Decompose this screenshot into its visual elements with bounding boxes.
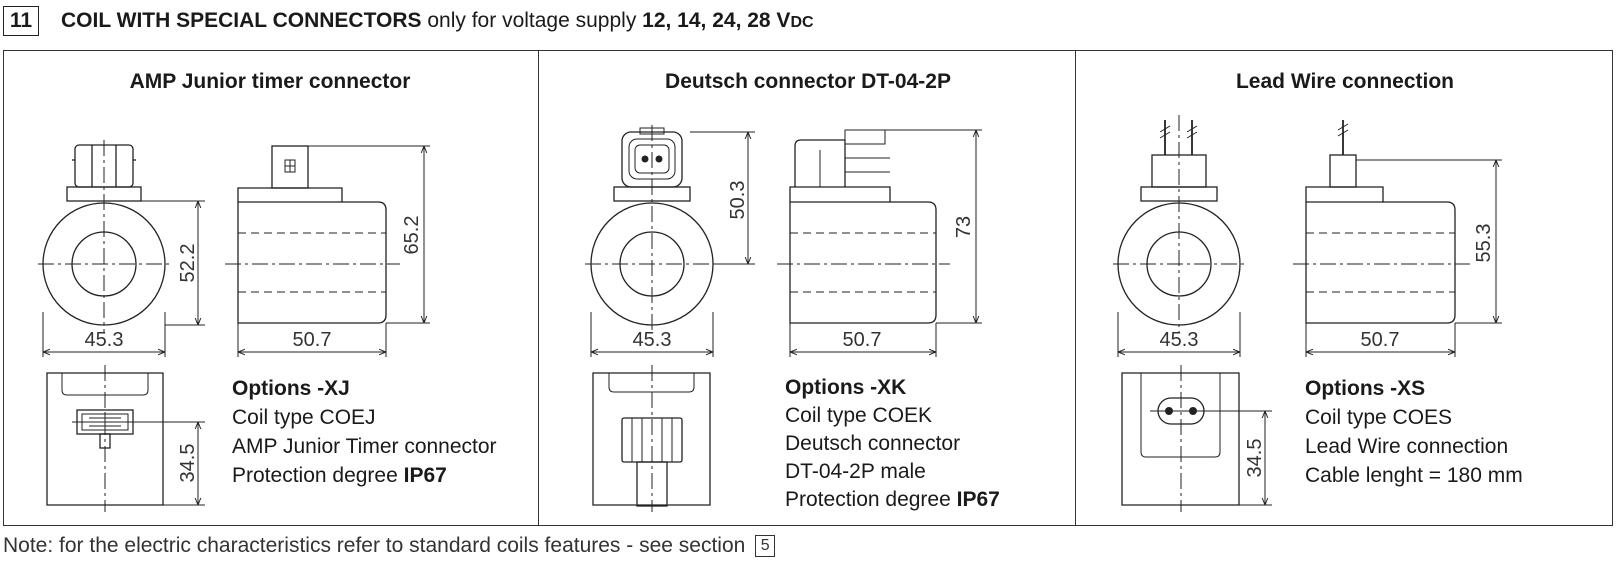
title-regular: only for voltage supply	[421, 9, 643, 32]
voltage-suffix: DC	[790, 14, 814, 31]
option-line: Coil type COEK	[785, 404, 933, 427]
option-line: Coil type COEJ	[232, 406, 376, 429]
amp-front-height: 52.2	[177, 244, 199, 283]
leadwire-bottom-view	[1121, 365, 1240, 512]
leadwire-front-dims	[1117, 312, 1241, 357]
option-line: DT-04-2P male	[785, 460, 926, 483]
deutsch-side-height: 73	[953, 216, 975, 238]
options-xj: Options -XJ Coil type COEJ AMP Junior Ti…	[232, 374, 497, 490]
option-line: Cable lenght = 180 mm	[1305, 464, 1523, 487]
deutsch-front-view	[585, 125, 720, 332]
panel-title-deutsch: Deutsch connector DT-04-2P	[665, 70, 951, 93]
amp-bottom-height: 34.5	[177, 444, 199, 483]
amp-side-dims	[237, 145, 430, 357]
amp-side-height: 65.2	[401, 216, 423, 255]
leadwire-side-dims	[1305, 159, 1502, 357]
amp-side-width: 50.7	[293, 329, 332, 351]
amp-bottom-dims	[133, 421, 205, 506]
options-xk: Options -XK Coil type COEK Deutsch conne…	[785, 374, 1000, 514]
option-line: Protection degree	[785, 488, 957, 511]
diagram-frame	[3, 50, 1613, 526]
amp-bottom-view	[46, 365, 164, 512]
voltage-values: 12, 14, 24, 28 V	[642, 9, 791, 32]
leadwire-side-height: 55.3	[1473, 224, 1495, 263]
protection-degree: IP67	[956, 488, 1000, 511]
options-xs: Options -XS Coil type COES Lead Wire con…	[1305, 374, 1523, 490]
panel-title-leadwire: Lead Wire connection	[1235, 70, 1454, 93]
options-title: Options -XJ	[232, 377, 350, 400]
leadwire-side-view	[1293, 120, 1470, 324]
amp-front-dims	[42, 200, 205, 357]
deutsch-side-width: 50.7	[843, 329, 882, 351]
amp-front-view	[38, 140, 172, 332]
section-ref-link[interactable]: 5	[755, 535, 776, 558]
panel-title-amp: AMP Junior timer connector	[129, 70, 411, 93]
option-line: AMP Junior Timer connector	[232, 435, 497, 458]
deutsch-side-dims	[789, 129, 982, 357]
panel-divider	[538, 50, 539, 526]
deutsch-side-view	[777, 129, 950, 324]
amp-side-view	[225, 145, 400, 324]
option-line: Lead Wire connection	[1305, 435, 1509, 458]
leadwire-side-width: 50.7	[1361, 329, 1400, 351]
section-number: 11	[3, 6, 39, 36]
panel-divider	[1075, 50, 1076, 526]
option-line: Coil type COES	[1305, 406, 1453, 429]
options-title: Options -XS	[1305, 377, 1426, 400]
deutsch-front-width: 45.3	[633, 329, 672, 351]
note-text: Note: for the electric characteristics r…	[3, 534, 746, 557]
leadwire-front-view	[1113, 115, 1246, 332]
deutsch-bottom-view	[592, 365, 711, 512]
section-title: COIL WITH SPECIAL CONNECTORS only for vo…	[61, 9, 814, 33]
option-line: Protection degree	[232, 464, 404, 487]
option-line: Deutsch connector	[785, 432, 961, 455]
deutsch-front-dims	[590, 131, 755, 357]
leadwire-bottom-dims	[1204, 410, 1272, 506]
leadwire-front-width: 45.3	[1160, 329, 1199, 351]
options-title: Options -XK	[785, 376, 907, 399]
title-bold: COIL WITH SPECIAL CONNECTORS	[61, 9, 422, 32]
amp-front-width: 45.3	[85, 329, 124, 351]
leadwire-bottom-height: 34.5	[1244, 439, 1266, 478]
deutsch-front-height: 50.3	[727, 181, 749, 220]
protection-degree: IP67	[403, 464, 447, 487]
section-header: 11 COIL WITH SPECIAL CONNECTORS only for…	[3, 4, 814, 38]
footer-note: Note: for the electric characteristics r…	[3, 534, 776, 558]
